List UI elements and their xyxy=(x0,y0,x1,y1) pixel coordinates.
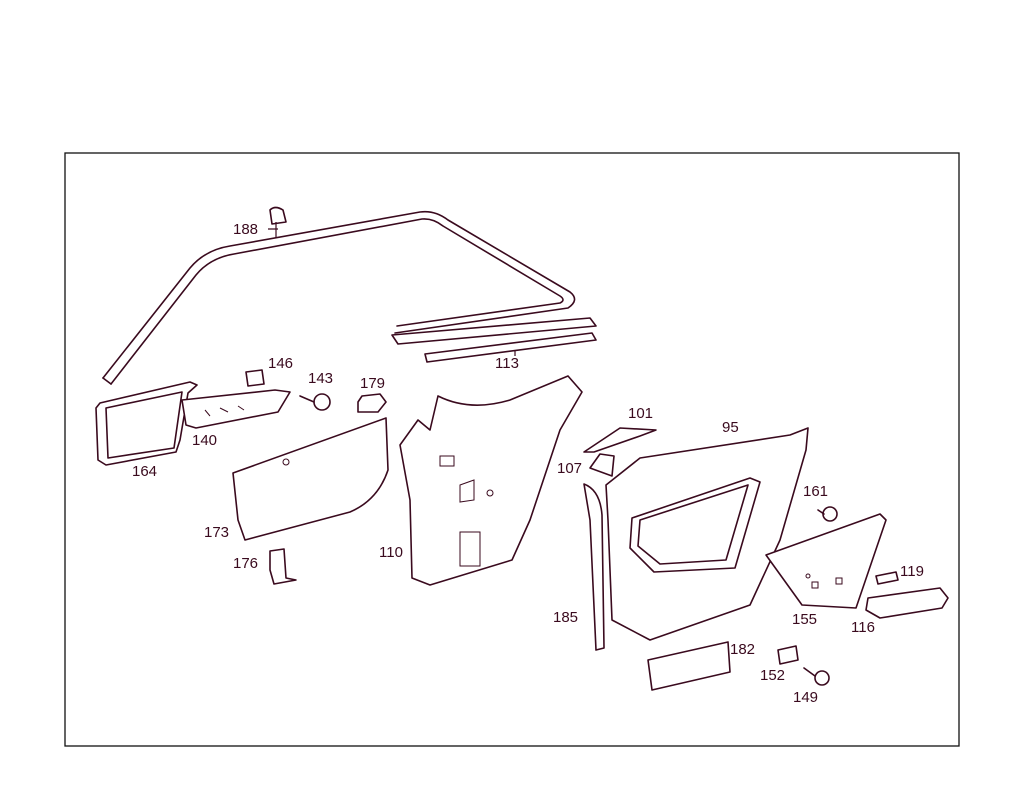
part-173-panel xyxy=(232,417,389,541)
part-107-small-frame xyxy=(589,453,615,477)
label-182: 182 xyxy=(730,641,755,658)
label-185: 185 xyxy=(553,609,578,626)
part-149-screw xyxy=(803,667,830,686)
part-146-clip xyxy=(245,369,265,387)
label-164: 164 xyxy=(132,463,157,480)
label-119: 119 xyxy=(900,563,924,580)
part-143-screw xyxy=(299,393,331,411)
label-161: 161 xyxy=(803,483,828,500)
part-95-side-trim xyxy=(605,427,809,641)
part-161-screw xyxy=(817,506,838,522)
label-149: 149 xyxy=(793,689,818,706)
part-179-clip xyxy=(357,393,387,413)
label-110: 110 xyxy=(379,544,403,561)
label-107: 107 xyxy=(557,460,582,477)
part-152-clip xyxy=(777,645,799,665)
label-176: 176 xyxy=(233,555,258,572)
diagram-frame xyxy=(64,152,960,747)
part-155-panel xyxy=(765,513,887,609)
part-164-frame xyxy=(95,381,198,466)
part-labels: 188 113 146 143 179 140 164 173 176 110 … xyxy=(132,221,924,706)
part-110-trim-panel xyxy=(399,375,583,586)
part-140-bracket xyxy=(181,389,291,429)
label-101: 101 xyxy=(628,405,653,422)
part-182-strip xyxy=(647,641,731,691)
label-113: 113 xyxy=(495,355,519,372)
label-188: 188 xyxy=(233,221,258,238)
part-119-clip xyxy=(875,571,899,585)
label-116: 116 xyxy=(851,619,875,636)
part-101-corner-trim xyxy=(583,427,657,453)
label-152: 152 xyxy=(760,667,785,684)
part-188-window-seal xyxy=(102,206,576,385)
label-146: 146 xyxy=(268,355,293,372)
label-173: 173 xyxy=(204,524,229,541)
part-176-clip xyxy=(269,548,297,585)
label-179: 179 xyxy=(360,375,385,392)
part-116-handle xyxy=(865,587,949,619)
label-155: 155 xyxy=(792,611,817,628)
part-113-belt-moulding xyxy=(391,317,597,363)
label-95: 95 xyxy=(722,419,739,436)
part-185-strip xyxy=(583,483,605,651)
label-143: 143 xyxy=(308,370,333,387)
label-140: 140 xyxy=(192,432,217,449)
